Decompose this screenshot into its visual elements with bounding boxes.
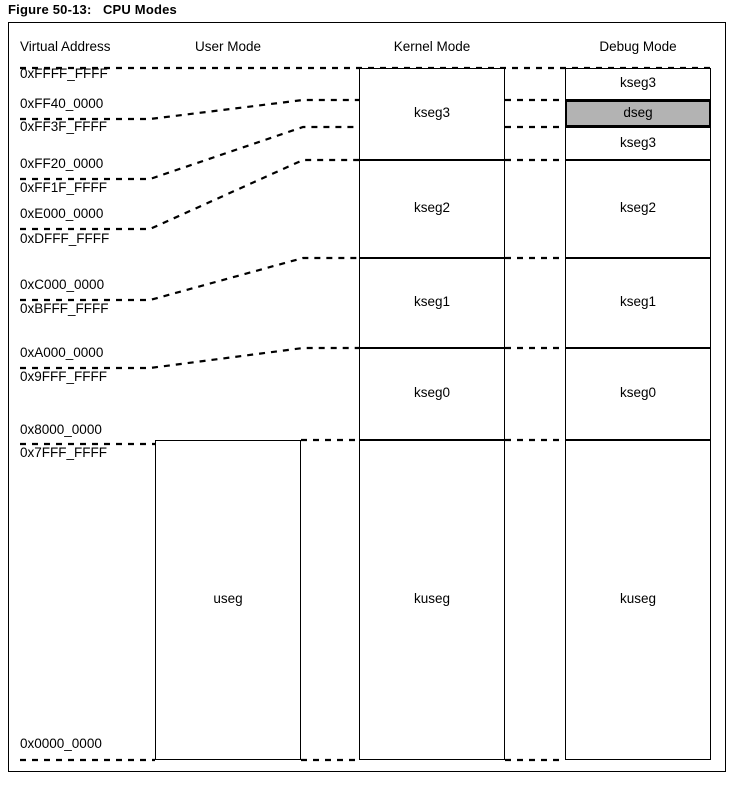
segment-label-useg: useg bbox=[213, 591, 243, 606]
address-label: 0xDFFF_FFFF bbox=[20, 231, 110, 246]
column-header-user-mode: User Mode bbox=[194, 39, 262, 54]
column-header-virtual-address: Virtual Address bbox=[20, 39, 111, 54]
segment-box-useg bbox=[155, 440, 301, 760]
segment-label-kuseg: kuseg bbox=[413, 591, 451, 606]
address-label: 0xFF1F_FFFF bbox=[20, 180, 107, 195]
address-label: 0x8000_0000 bbox=[20, 422, 102, 437]
segment-label-kseg3: kseg3 bbox=[619, 134, 657, 150]
address-label: 0xC000_0000 bbox=[20, 277, 105, 292]
segment-box-kuseg bbox=[565, 440, 711, 760]
address-label: 0x0000_0000 bbox=[20, 736, 102, 751]
address-label: 0xFFFF_FFFF bbox=[20, 66, 108, 81]
segment-box-kseg3 bbox=[565, 127, 711, 160]
address-label: 0xBFFF_FFFF bbox=[20, 301, 109, 316]
address-label: 0xA000_0000 bbox=[20, 345, 104, 360]
segment-box-kseg0 bbox=[359, 348, 505, 440]
segment-box-kseg1 bbox=[359, 258, 505, 348]
segment-box-kseg2 bbox=[565, 160, 711, 258]
segment-box-kseg3 bbox=[565, 68, 711, 100]
segment-label-kseg1: kseg1 bbox=[619, 294, 657, 309]
segment-label-kuseg: kuseg bbox=[619, 591, 657, 606]
address-label: 0x9FFF_FFFF bbox=[20, 369, 107, 384]
segment-box-kseg0 bbox=[565, 348, 711, 440]
segment-box-kseg2 bbox=[359, 160, 505, 258]
segment-label-kseg3: kseg3 bbox=[619, 75, 657, 90]
segment-box-kseg3 bbox=[359, 68, 505, 160]
segment-box-dseg bbox=[565, 100, 711, 127]
figure-caption: Figure 50-13: CPU Modes bbox=[8, 2, 177, 17]
address-label: 0xFF40_0000 bbox=[20, 96, 104, 111]
address-label: 0xFF20_0000 bbox=[20, 156, 104, 171]
address-label: 0x7FFF_FFFF bbox=[20, 445, 107, 460]
segment-label-kseg2: kseg2 bbox=[619, 200, 657, 215]
column-header-debug-mode: Debug Mode bbox=[599, 39, 677, 54]
segment-label-kseg3: kseg3 bbox=[413, 105, 451, 120]
segment-label-kseg2: kseg2 bbox=[413, 200, 451, 215]
address-label: 0xFF3F_FFFF bbox=[20, 119, 107, 134]
address-label: 0xE000_0000 bbox=[20, 206, 104, 221]
segment-box-kseg1 bbox=[565, 258, 711, 348]
segment-label-kseg0: kseg0 bbox=[619, 385, 657, 400]
segment-label-dseg: dseg bbox=[623, 104, 653, 120]
segment-label-kseg1: kseg1 bbox=[413, 294, 451, 309]
segment-box-kuseg bbox=[359, 440, 505, 760]
column-header-kernel-mode: Kernel Mode bbox=[393, 39, 471, 54]
segment-label-kseg0: kseg0 bbox=[413, 385, 451, 400]
